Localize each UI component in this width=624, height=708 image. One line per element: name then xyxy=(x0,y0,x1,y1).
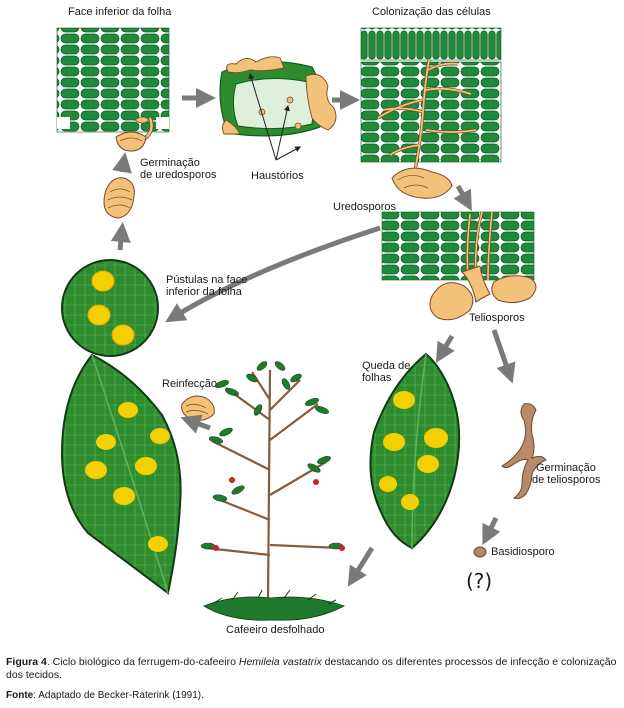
germinating-urediniospore xyxy=(115,117,154,152)
caption-text-before: . Ciclo biológico da ferrugem-do-cafeeir… xyxy=(46,656,239,668)
pustule-leaf-circle xyxy=(61,259,159,357)
germinating-teliospore xyxy=(501,403,547,499)
label-teliosporos: Teliosporos xyxy=(469,312,525,324)
fallen-leaf xyxy=(369,352,461,550)
reinfection-spore xyxy=(181,395,215,421)
caption-species: Hemileia vastatrix xyxy=(238,656,322,668)
label-germinacao-uredosporos-1: Germinação xyxy=(140,157,200,169)
defoliated-coffee-plant xyxy=(200,361,345,621)
haustoria-cell xyxy=(219,56,337,161)
label-colonizacao: Colonização das células xyxy=(372,6,491,18)
urediniospore xyxy=(103,177,135,219)
caption-text-after: destacando os diferentes processos de in… xyxy=(6,656,617,681)
label-uredosporos: Uredosporos xyxy=(333,201,396,213)
label-reinfeccao: Reinfecção xyxy=(162,378,218,390)
label-queda-1: Queda de xyxy=(362,360,411,372)
label-haustorios: Haustórios xyxy=(251,170,304,182)
colonized-tissue xyxy=(360,27,502,199)
figure-source: Fonte: Adaptado de Becker-Raterink (1991… xyxy=(6,690,204,702)
label-question: (?) xyxy=(466,569,493,593)
leaf-underside-cells xyxy=(56,27,170,133)
label-germinacao-teliosporos-2: de teliosporos xyxy=(532,474,601,486)
figure-caption: Figura 4. Ciclo biológico da ferrugem-do… xyxy=(6,656,618,682)
label-pustulas-2: inferior da folha xyxy=(166,286,242,298)
basidiospore xyxy=(473,546,487,558)
label-cafeeiro: Cafeeiro desfolhado xyxy=(226,624,325,636)
figure-label: Figura 4 xyxy=(6,656,47,668)
label-pustulas-1: Pústulas na face xyxy=(166,274,248,286)
infected-leaf-large xyxy=(60,353,182,595)
source-text: : Adaptado de Becker-Raterink (1991). xyxy=(33,690,204,701)
label-basidiosporo: Basidiosporo xyxy=(491,546,555,558)
label-face-inferior: Face inferior da folha xyxy=(68,6,172,18)
cycle-arrows xyxy=(110,88,516,587)
label-germinacao-teliosporos-1: Germinação xyxy=(536,462,596,474)
teliospore-tissue xyxy=(381,211,537,321)
label-queda-2: folhas xyxy=(362,372,392,384)
source-label: Fonte xyxy=(6,690,34,701)
label-germinacao-uredosporos-2: de uredosporos xyxy=(140,169,217,181)
